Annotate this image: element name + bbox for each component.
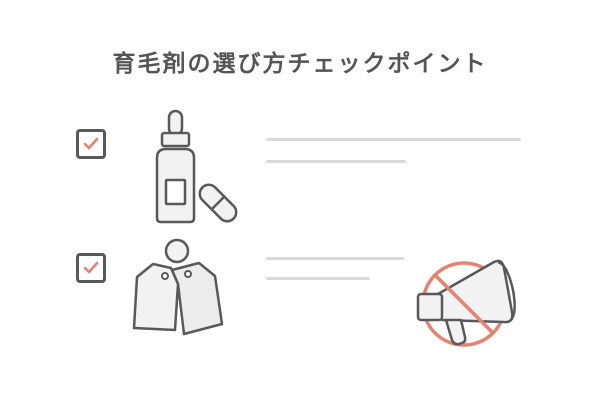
dropper-bottle-capsule-icon bbox=[155, 109, 238, 224]
page-title: 育毛剤の選び方チェックポイント bbox=[112, 51, 488, 77]
checkmark-icon bbox=[83, 137, 99, 150]
text-placeholder-line bbox=[266, 160, 406, 163]
no-megaphone-icon bbox=[416, 259, 516, 347]
text-placeholder-line bbox=[266, 277, 370, 280]
text-placeholder-line bbox=[266, 138, 521, 141]
checkmark-icon bbox=[83, 261, 99, 274]
checkbox-2[interactable] bbox=[76, 253, 106, 283]
checkbox-1[interactable] bbox=[76, 129, 106, 159]
text-placeholder-line bbox=[266, 257, 404, 260]
price-tags-icon bbox=[132, 238, 224, 336]
